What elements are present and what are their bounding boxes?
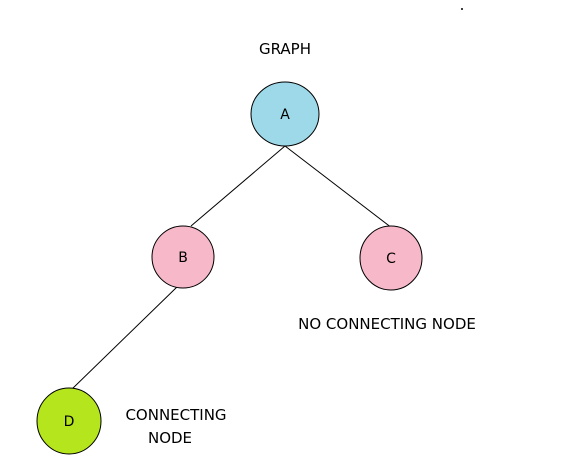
no-connecting-node-label: NO CONNECTING NODE — [298, 315, 476, 333]
node-c-circle — [359, 225, 423, 291]
node-c-label: C — [386, 251, 396, 267]
stray-dot — [461, 8, 463, 10]
node-b: B — [151, 225, 215, 289]
node-d-label: D — [64, 414, 75, 430]
node-a-circle — [250, 81, 320, 147]
edge-b-d — [70, 285, 179, 391]
graph-title: GRAPH — [259, 40, 311, 58]
connecting-node-label-line2: NODE — [148, 429, 192, 447]
edges — [70, 145, 393, 391]
node-c: C — [359, 225, 423, 291]
connecting-node-label-line1: CONNECTING — [125, 406, 226, 424]
node-d-circle — [36, 387, 102, 455]
node-b-label: B — [178, 250, 188, 266]
node-b-circle — [151, 225, 215, 289]
node-a: A — [250, 81, 320, 147]
node-a-label: A — [280, 107, 290, 123]
edge-a-c — [284, 145, 393, 229]
node-d: D — [36, 387, 102, 455]
edge-a-b — [190, 145, 286, 227]
